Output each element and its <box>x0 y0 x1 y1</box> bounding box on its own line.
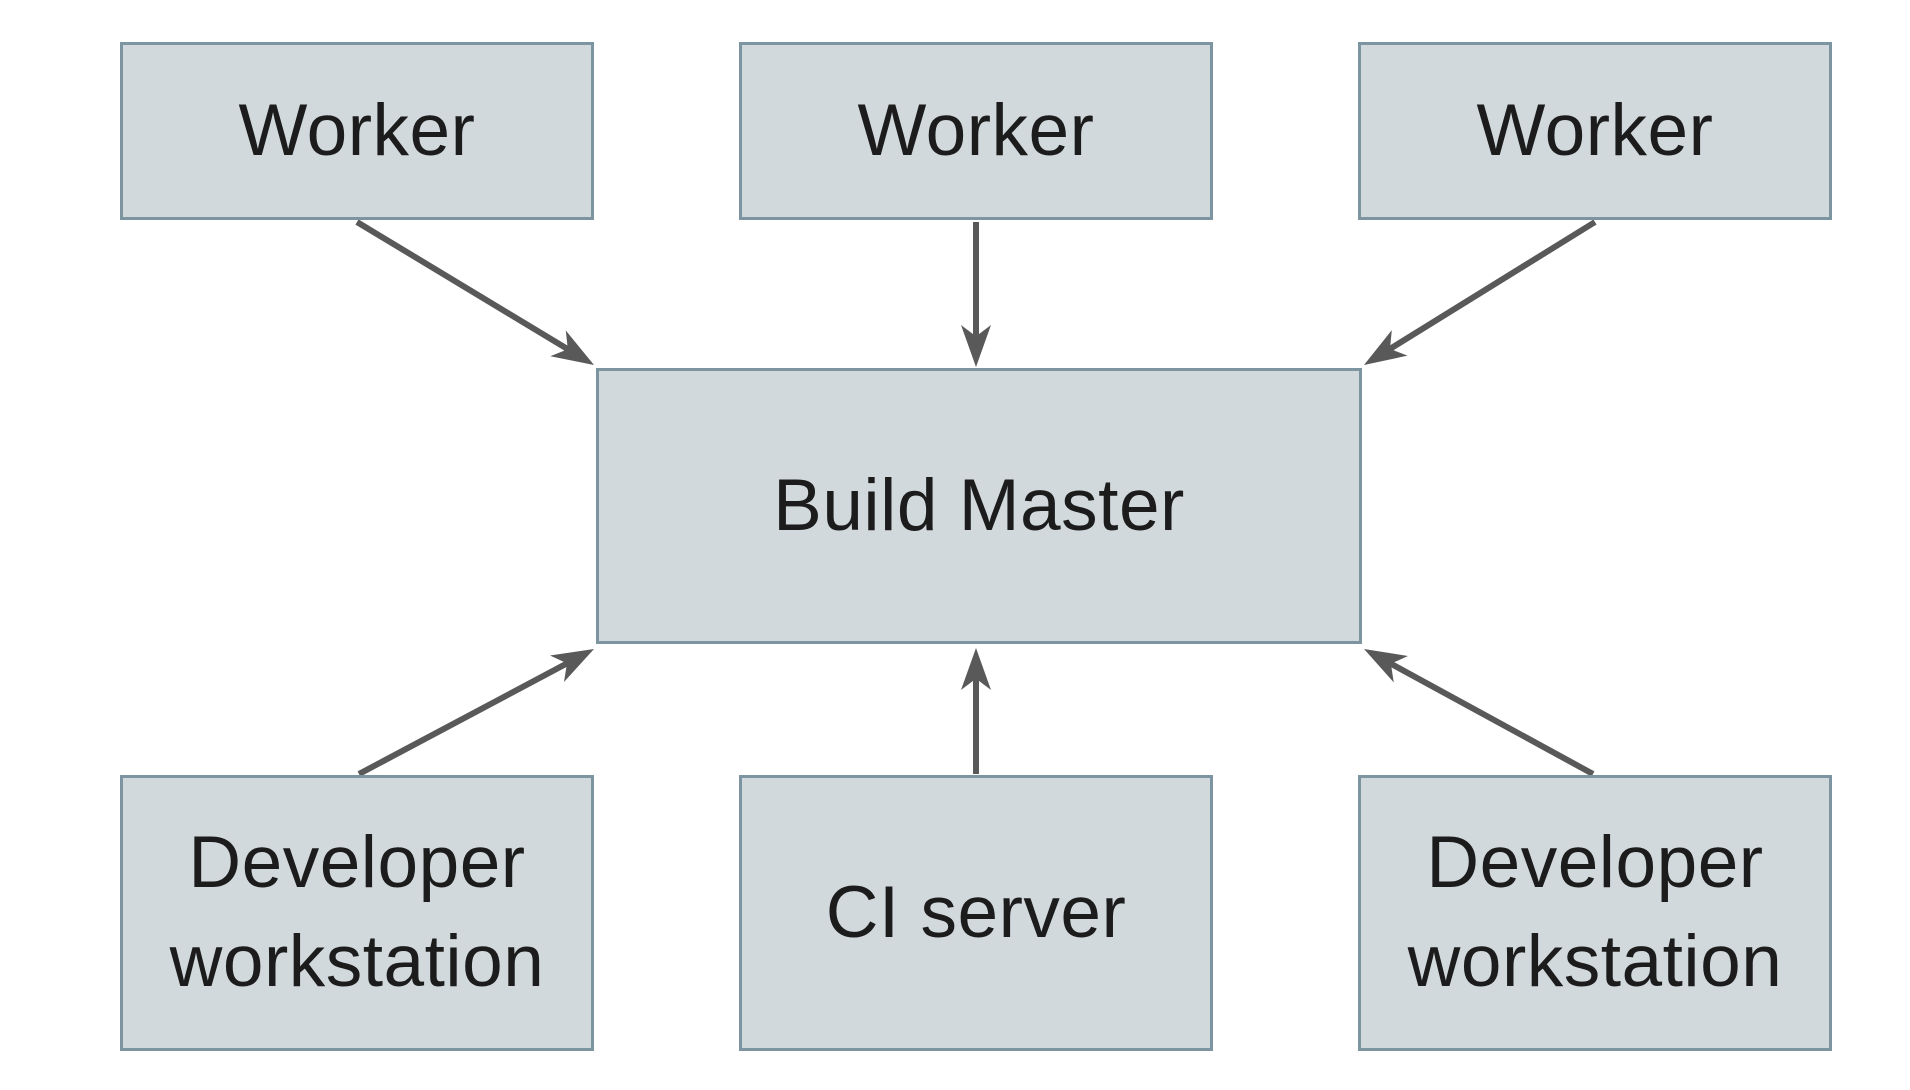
arrow-worker3-to-build-master <box>1363 219 1597 366</box>
node-developer-workstation-left-label: Developer workstation <box>169 822 545 1002</box>
node-ci-server-label: CI server <box>825 871 1127 953</box>
arrow-dev1-to-build-master <box>357 649 595 777</box>
node-worker-3: Worker <box>1358 42 1832 220</box>
node-developer-workstation-left: Developer workstation <box>120 775 594 1051</box>
node-build-master: Build Master <box>596 368 1362 644</box>
node-worker-1: Worker <box>120 42 594 220</box>
arrow-worker1-to-build-master <box>355 219 594 366</box>
node-worker-1-label: Worker <box>238 89 476 171</box>
node-build-master-label: Build Master <box>773 464 1185 546</box>
node-developer-workstation-right-label: Developer workstation <box>1407 822 1783 1002</box>
arrow-dev2-to-build-master <box>1364 649 1595 777</box>
node-worker-3-label: Worker <box>1476 89 1714 171</box>
node-ci-server: CI server <box>739 775 1213 1051</box>
node-worker-2: Worker <box>739 42 1213 220</box>
node-developer-workstation-right: Developer workstation <box>1358 775 1832 1051</box>
node-worker-2-label: Worker <box>857 89 1095 171</box>
